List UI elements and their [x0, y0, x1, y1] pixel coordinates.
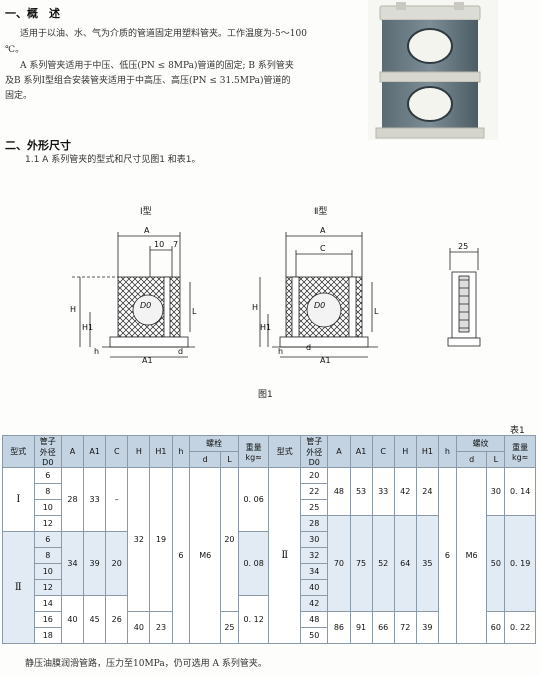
- overview-line-3: A 系列管夹适用于中压、低压(PN ≤ 8MPa)管道的固定; B 系列管夹: [20, 61, 294, 71]
- section-title-dimensions: 二、外形尺寸: [5, 139, 71, 152]
- type-i-drawing: A 10 7 D0 H H1 L A1 d h: [70, 226, 197, 364]
- dim-a1: A1: [142, 356, 153, 364]
- dim-l: L: [192, 307, 197, 316]
- overview-line-2: ℃。: [5, 45, 25, 55]
- th-h-r: H: [393, 435, 417, 468]
- section-title-overview: 一、概 述: [5, 7, 60, 20]
- dim-d: d: [178, 347, 183, 356]
- figure-caption: 图1: [258, 390, 273, 400]
- dim-a1-ii: A1: [320, 356, 331, 364]
- th-c-r: C: [371, 435, 395, 468]
- th-a1: A1: [83, 435, 107, 468]
- th-a1-r: A1: [349, 435, 373, 468]
- table-header-row-2: d L d L: [3, 451, 536, 468]
- dim-h-small-ii: h: [278, 347, 283, 356]
- th-h: H: [127, 435, 151, 468]
- dim-a: A: [144, 226, 150, 235]
- dim-h-big: H: [70, 305, 76, 314]
- table-row: Ⅰ 6 28 33 – 32 19 6 M6 20 0. 06 Ⅱ 20 48 …: [2, 467, 536, 644]
- dim-l-ii: L: [374, 307, 379, 316]
- table-row: 16 40 23 25 48 86 91 66 72 39 60 0. 22: [3, 611, 536, 644]
- table-row: 10 25: [3, 499, 536, 516]
- th-l-r: L: [486, 451, 506, 468]
- table-row: 14 40 45 26 0. 12 42: [3, 595, 536, 644]
- table-row: 8 32: [3, 547, 536, 564]
- th-type-r: 型式: [268, 435, 302, 468]
- type-i-cell: Ⅰ: [2, 467, 35, 532]
- dim-c-ii: C: [320, 244, 326, 253]
- dim-25: 25: [458, 242, 468, 251]
- th-thread: 螺纹: [455, 435, 506, 452]
- type-ii-drawing: A C D0 H H1 L A1 d h: [252, 226, 379, 364]
- th-d: d: [189, 451, 221, 468]
- th-a-r: A: [327, 435, 351, 468]
- table-row: 8 22: [3, 483, 536, 500]
- th-l: L: [219, 451, 239, 468]
- type-ii-cell: Ⅱ: [2, 531, 35, 644]
- dim-h-big-ii: H: [252, 303, 258, 312]
- type-i-label: Ⅰ型: [140, 207, 152, 217]
- overview-line-1: 适用于以油、水、气为介质的管道固定用塑料管夹。工作温度为-5～100: [20, 29, 307, 39]
- dimensions-intro: 1.1 A 系列管夹的型式和尺寸见图1 和表1。: [25, 155, 201, 165]
- overview-line-5: 固定。: [5, 91, 33, 101]
- dim-h1-ii: H1: [260, 323, 271, 332]
- dim-10: 10: [154, 240, 164, 249]
- pipe-clamp-photo: [368, 0, 498, 140]
- dim-h1: H1: [82, 323, 93, 332]
- dim-h-small: h: [94, 347, 99, 356]
- th-c: C: [105, 435, 129, 468]
- th-h-small-r: h: [437, 435, 457, 468]
- type-ii-label: Ⅱ型: [314, 207, 328, 217]
- dim-d0: D0: [140, 301, 151, 310]
- th-type: 型式: [2, 435, 35, 468]
- th-h-small: h: [171, 435, 191, 468]
- table-row: 10 34: [3, 563, 536, 580]
- type-ii-cell-right: Ⅱ: [268, 467, 302, 644]
- th-bolt: 螺栓: [189, 435, 239, 452]
- dim-d-ii: d: [306, 343, 311, 352]
- table-row: 18 50: [3, 627, 536, 644]
- overview-line-4: 及B 系列Ⅰ型组合安装管夹适用于中高压、高压(PN ≤ 31.5MPa)管道的: [5, 76, 291, 86]
- dim-7: 7: [173, 240, 178, 249]
- th-d-r: d: [455, 451, 488, 468]
- th-h1: H1: [149, 435, 173, 468]
- side-view-drawing: 25: [447, 242, 481, 347]
- dim-d0-ii: D0: [314, 301, 325, 310]
- footer-note: 静压油膜润滑管路，压力至10MPa，仍可选用 A 系列管夹。: [25, 659, 267, 669]
- th-a: A: [60, 435, 85, 468]
- th-h1-r: H1: [415, 435, 439, 468]
- table-row: 12 28 70 75 52 64 35 50 0. 19: [3, 515, 536, 612]
- table-label: 表1: [510, 426, 525, 436]
- dim-a-ii: A: [320, 226, 326, 235]
